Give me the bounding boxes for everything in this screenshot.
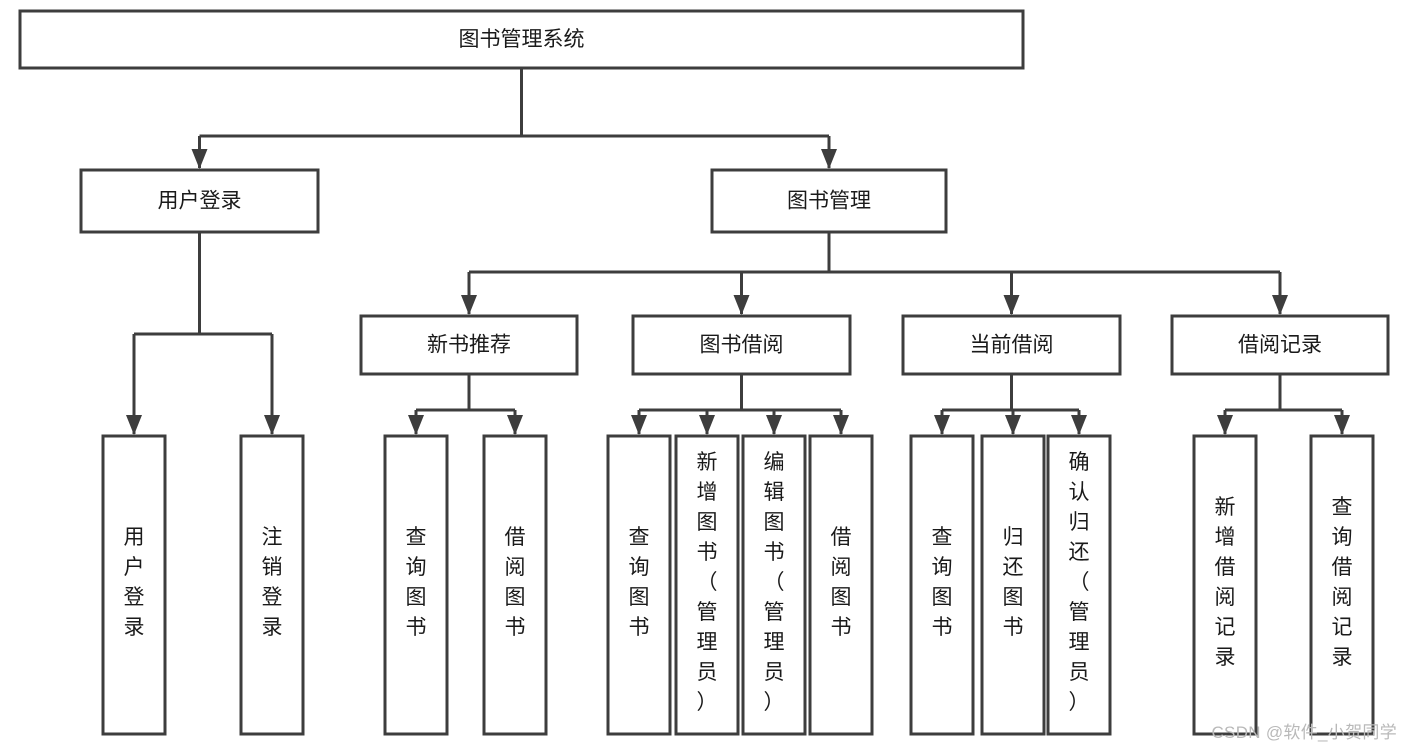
node-leaf-add-book[interactable]: 新增图书（管理员） <box>674 434 740 736</box>
node-leaf-borrow-book-2[interactable]: 借阅图书 <box>808 434 874 736</box>
node-leaf-query-book-2[interactable]: 查询图书 <box>606 434 672 736</box>
node-label: 借阅图书 <box>831 526 852 639</box>
arrow-head-icon <box>1003 295 1020 315</box>
node-leaf-query-book-1[interactable]: 查询图书 <box>383 434 449 736</box>
arrow-head-icon <box>631 415 647 435</box>
node-borrow-record[interactable]: 借阅记录 <box>1170 314 1390 376</box>
node-label: 用户登录 <box>158 190 242 213</box>
node-label: 新增图书（管理员） <box>697 451 718 714</box>
node-label: 查询借阅记录 <box>1332 496 1353 669</box>
node-label: 图书借阅 <box>700 334 784 357</box>
arrow-head-icon <box>1005 415 1021 435</box>
arrow-head-icon <box>191 149 208 169</box>
node-leaf-add-record[interactable]: 新增借阅记录 <box>1192 434 1258 736</box>
node-label: 查询图书 <box>932 526 953 639</box>
arrow-head-icon <box>821 149 837 169</box>
arrow-head-icon <box>1272 295 1288 315</box>
node-label: 编辑图书（管理员） <box>764 451 785 714</box>
node-leaf-query-book-3[interactable]: 查询图书 <box>909 434 975 736</box>
arrow-head-icon <box>733 295 750 315</box>
arrow-head-icon <box>1334 415 1350 435</box>
node-book-borrow[interactable]: 图书借阅 <box>631 314 852 376</box>
arrow-head-icon <box>126 415 142 435</box>
node-root[interactable]: 图书管理系统 <box>18 9 1025 70</box>
node-leaf-return-book[interactable]: 归还图书 <box>980 434 1046 736</box>
arrow-head-icon <box>833 415 849 435</box>
node-current-borrow[interactable]: 当前借阅 <box>901 314 1122 376</box>
arrow-head-icon <box>1217 415 1233 435</box>
node-label: 图书管理 <box>787 190 871 213</box>
node-leaf-user-login[interactable]: 用户登录 <box>101 434 167 736</box>
arrow-head-icon <box>264 415 280 435</box>
node-label: 当前借阅 <box>970 334 1054 357</box>
arrow-head-icon <box>408 415 424 435</box>
node-label: 图书管理系统 <box>459 28 585 51</box>
arrow-head-icon <box>461 295 477 315</box>
node-leaf-confirm-return[interactable]: 确认归还（管理员） <box>1046 434 1112 736</box>
node-label: 归还图书 <box>1003 526 1024 639</box>
node-leaf-logout[interactable]: 注销登录 <box>239 434 305 736</box>
arrow-head-icon <box>507 415 523 435</box>
node-label: 新书推荐 <box>427 334 511 357</box>
node-layer: 图书管理系统用户登录图书管理新书推荐图书借阅当前借阅借阅记录用户登录注销登录查询… <box>18 9 1390 736</box>
node-label: 查询图书 <box>629 526 650 639</box>
node-label: 借阅记录 <box>1238 334 1322 357</box>
arrow-head-icon <box>699 415 715 435</box>
node-label: 确认归还（管理员） <box>1069 451 1090 714</box>
connector-layer <box>126 68 1350 435</box>
node-leaf-query-record[interactable]: 查询借阅记录 <box>1309 434 1375 736</box>
node-label: 借阅图书 <box>505 526 526 639</box>
node-leaf-borrow-book-1[interactable]: 借阅图书 <box>482 434 548 736</box>
node-label: 用户登录 <box>124 526 145 639</box>
node-label: 新增借阅记录 <box>1215 496 1236 669</box>
node-leaf-edit-book[interactable]: 编辑图书（管理员） <box>741 434 807 736</box>
node-label: 查询图书 <box>406 526 427 639</box>
arrow-head-icon <box>766 415 782 435</box>
node-user-login[interactable]: 用户登录 <box>79 168 320 234</box>
arrow-head-icon <box>1071 415 1087 435</box>
node-book-manage[interactable]: 图书管理 <box>710 168 948 234</box>
node-new-book-recommend[interactable]: 新书推荐 <box>359 314 579 376</box>
node-label: 注销登录 <box>262 526 283 639</box>
arrow-head-icon <box>934 415 950 435</box>
